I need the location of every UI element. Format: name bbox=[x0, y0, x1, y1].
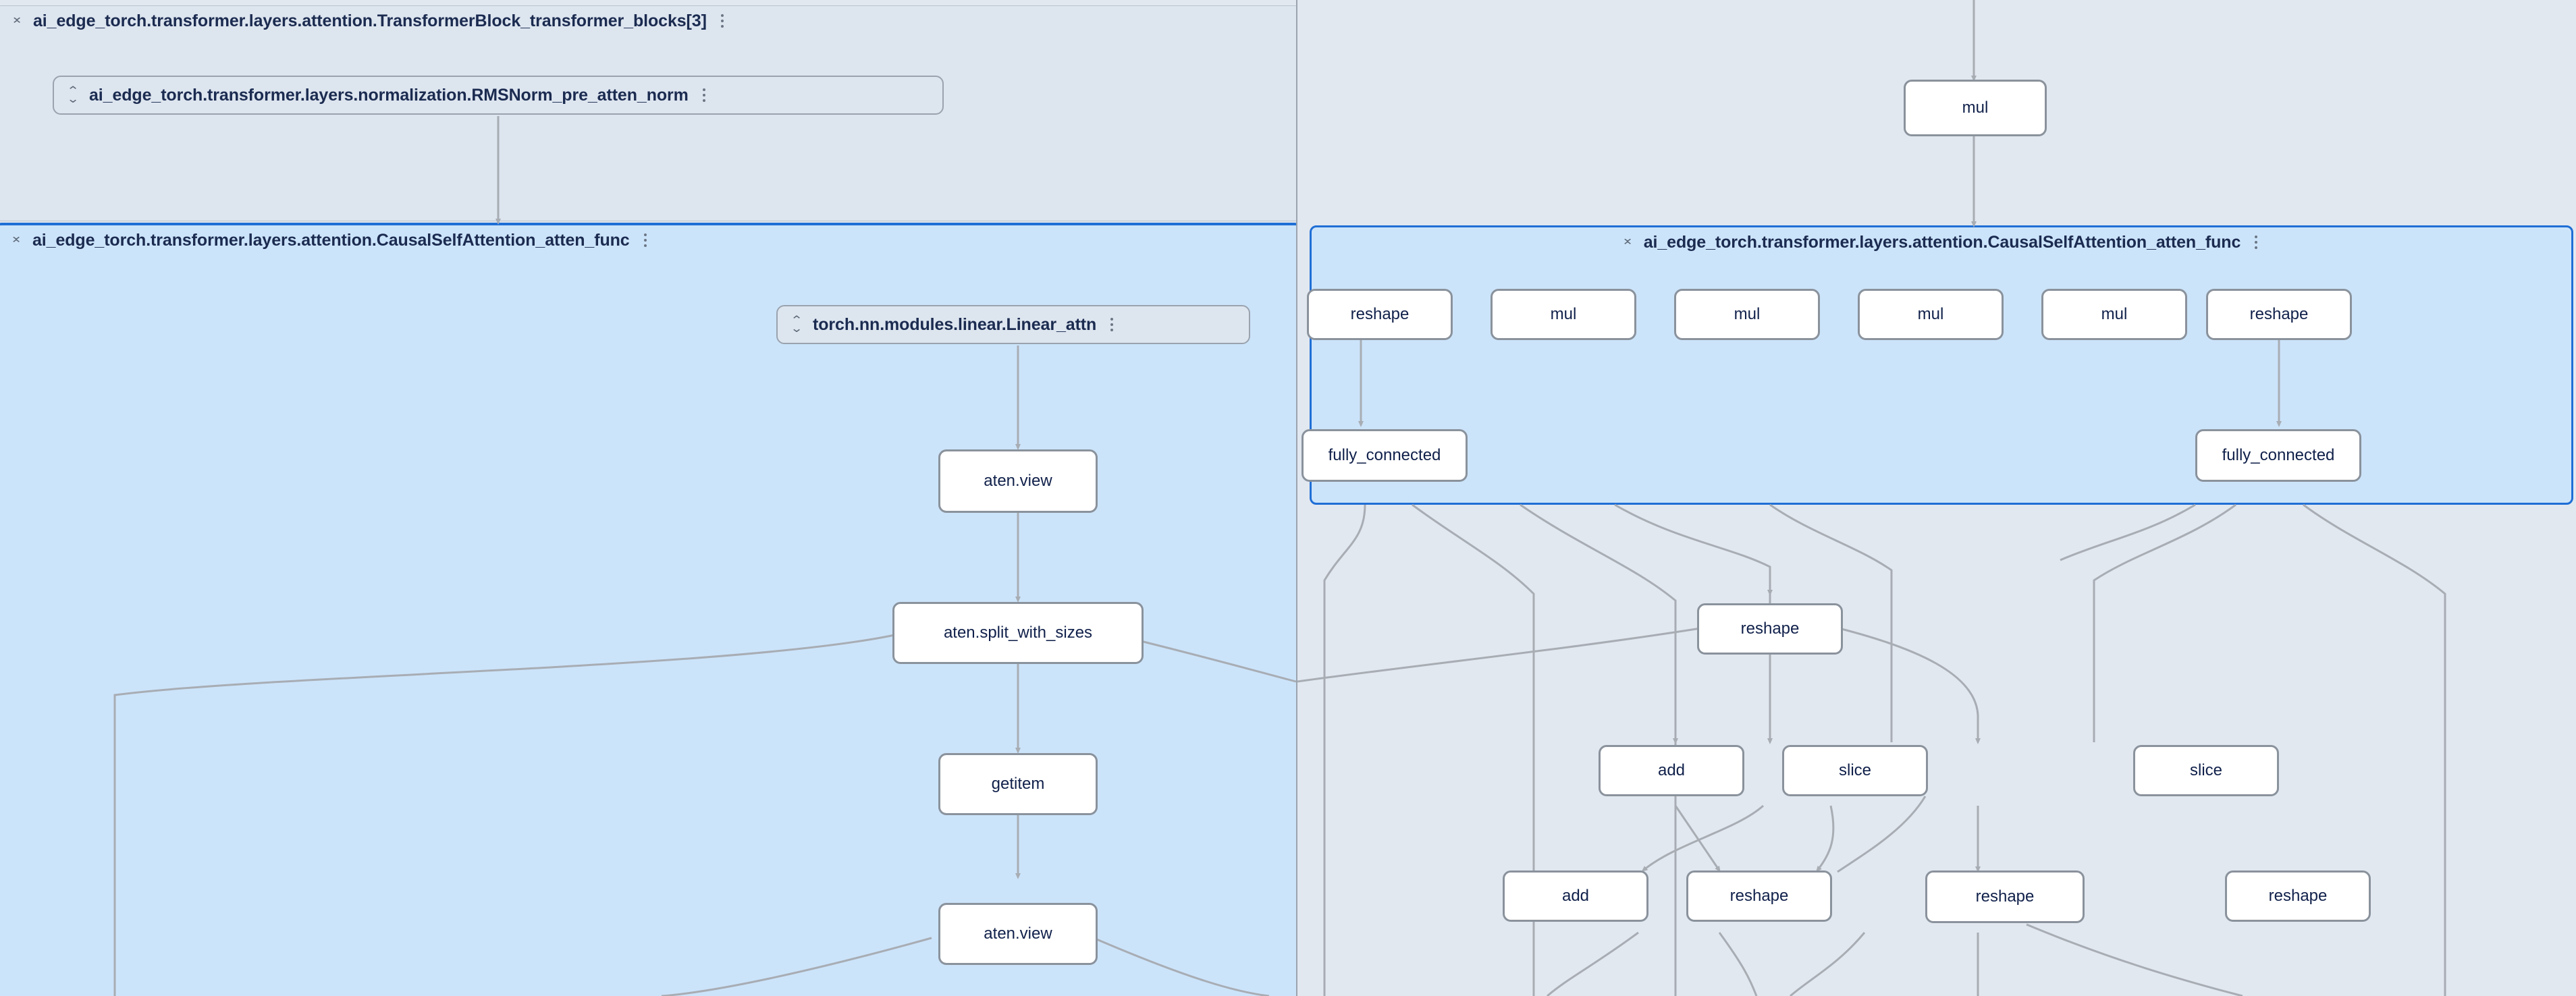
node-label: mul bbox=[1734, 305, 1761, 323]
chevron-collapse-icon[interactable]: ⌄⌃ bbox=[9, 229, 23, 250]
chevron-expand-icon[interactable]: ⌃⌄ bbox=[66, 84, 80, 105]
group-causal-self-attention-left-title: ai_edge_torch.transformer.layers.attenti… bbox=[32, 230, 630, 250]
node-reshape-e[interactable]: reshape bbox=[1925, 870, 2085, 923]
chevron-collapse-icon[interactable]: ⌄⌃ bbox=[10, 9, 24, 31]
node-mul-1[interactable]: mul bbox=[1491, 289, 1636, 340]
node-aten-view-2[interactable]: aten.view bbox=[938, 903, 1098, 965]
chevron-collapse-icon[interactable]: ⌄⌃ bbox=[1621, 231, 1634, 252]
node-label: reshape bbox=[1350, 305, 1410, 323]
kebab-menu-icon[interactable] bbox=[698, 86, 710, 105]
layer-pill-rmsnorm-title: ai_edge_torch.transformer.layers.normali… bbox=[89, 85, 689, 105]
kebab-menu-icon[interactable] bbox=[2250, 233, 2262, 252]
node-label: aten.view bbox=[984, 924, 1052, 943]
node-aten-split-with-sizes[interactable]: aten.split_with_sizes bbox=[892, 602, 1144, 664]
kebab-menu-icon[interactable] bbox=[639, 231, 651, 250]
node-getitem[interactable]: getitem bbox=[938, 753, 1098, 815]
node-mul-top[interactable]: mul bbox=[1904, 80, 2047, 136]
group-transformer-block-title: ai_edge_torch.transformer.layers.attenti… bbox=[33, 11, 707, 30]
group-causal-self-attention-right-header[interactable]: ⌄⌃ ai_edge_torch.transformer.layers.atte… bbox=[1312, 227, 2571, 257]
node-label: mul bbox=[1962, 99, 1989, 117]
node-label: fully_connected bbox=[2222, 446, 2335, 464]
node-label: aten.split_with_sizes bbox=[943, 624, 1093, 642]
node-label: slice bbox=[2189, 761, 2222, 779]
node-mul-2[interactable]: mul bbox=[1674, 289, 1820, 340]
right-graph-pane[interactable]: mul ⌄⌃ ai_edge_torch.transformer.layers.… bbox=[1297, 0, 2576, 996]
panel-divider[interactable] bbox=[1296, 0, 1297, 996]
node-label: slice bbox=[1838, 761, 1871, 779]
kebab-menu-icon[interactable] bbox=[716, 11, 728, 30]
layer-pill-linear-attn-title: torch.nn.modules.linear.Linear_attn bbox=[813, 314, 1097, 334]
node-fully-connected-left[interactable]: fully_connected bbox=[1302, 429, 1468, 482]
node-add-2[interactable]: add bbox=[1503, 870, 1648, 922]
node-label: reshape bbox=[2249, 305, 2309, 323]
node-add-1[interactable]: add bbox=[1599, 745, 1744, 796]
node-label: reshape bbox=[2268, 887, 2328, 905]
node-reshape-b[interactable]: reshape bbox=[2206, 289, 2352, 340]
node-reshape-f[interactable]: reshape bbox=[2225, 870, 2371, 922]
layer-pill-linear-attn[interactable]: ⌃⌄ torch.nn.modules.linear.Linear_attn bbox=[776, 305, 1250, 344]
node-label: add bbox=[1657, 761, 1686, 779]
layer-pill-rmsnorm-pre-atten-norm[interactable]: ⌃⌄ ai_edge_torch.transformer.layers.norm… bbox=[53, 76, 944, 115]
node-label: mul bbox=[1917, 305, 1944, 323]
node-slice-2[interactable]: slice bbox=[2133, 745, 2279, 796]
node-mul-4[interactable]: mul bbox=[2041, 289, 2187, 340]
node-label: mul bbox=[2101, 305, 2128, 323]
group-transformer-block-header[interactable]: ⌄⌃ ai_edge_torch.transformer.layers.atte… bbox=[0, 6, 1296, 36]
chevron-expand-icon[interactable]: ⌃⌄ bbox=[790, 313, 803, 335]
kebab-menu-icon[interactable] bbox=[1106, 315, 1118, 334]
group-causal-self-attention-left-header[interactable]: ⌄⌃ ai_edge_torch.transformer.layers.atte… bbox=[0, 225, 1296, 255]
node-mul-3[interactable]: mul bbox=[1858, 289, 2004, 340]
node-fully-connected-right[interactable]: fully_connected bbox=[2195, 429, 2361, 482]
node-reshape-d[interactable]: reshape bbox=[1686, 870, 1832, 922]
node-label: fully_connected bbox=[1328, 446, 1441, 464]
node-slice-1[interactable]: slice bbox=[1782, 745, 1928, 796]
node-label: getitem bbox=[991, 775, 1045, 793]
node-reshape-c[interactable]: reshape bbox=[1697, 603, 1843, 655]
node-aten-view-1[interactable]: aten.view bbox=[938, 449, 1098, 513]
node-reshape-a[interactable]: reshape bbox=[1307, 289, 1453, 340]
node-label: reshape bbox=[1740, 619, 1800, 638]
node-label: aten.view bbox=[984, 472, 1052, 490]
node-label: mul bbox=[1550, 305, 1577, 323]
group-causal-self-attention-right-title: ai_edge_torch.transformer.layers.attenti… bbox=[1643, 232, 2241, 252]
node-label: reshape bbox=[1729, 887, 1789, 905]
group-causal-self-attention-right[interactable]: ⌄⌃ ai_edge_torch.transformer.layers.atte… bbox=[1310, 225, 2573, 505]
left-graph-pane[interactable]: ⌄⌃ ai_edge_torch.transformer.layers.atte… bbox=[0, 0, 1296, 996]
node-label: reshape bbox=[1975, 887, 2035, 906]
node-label: add bbox=[1561, 887, 1590, 905]
